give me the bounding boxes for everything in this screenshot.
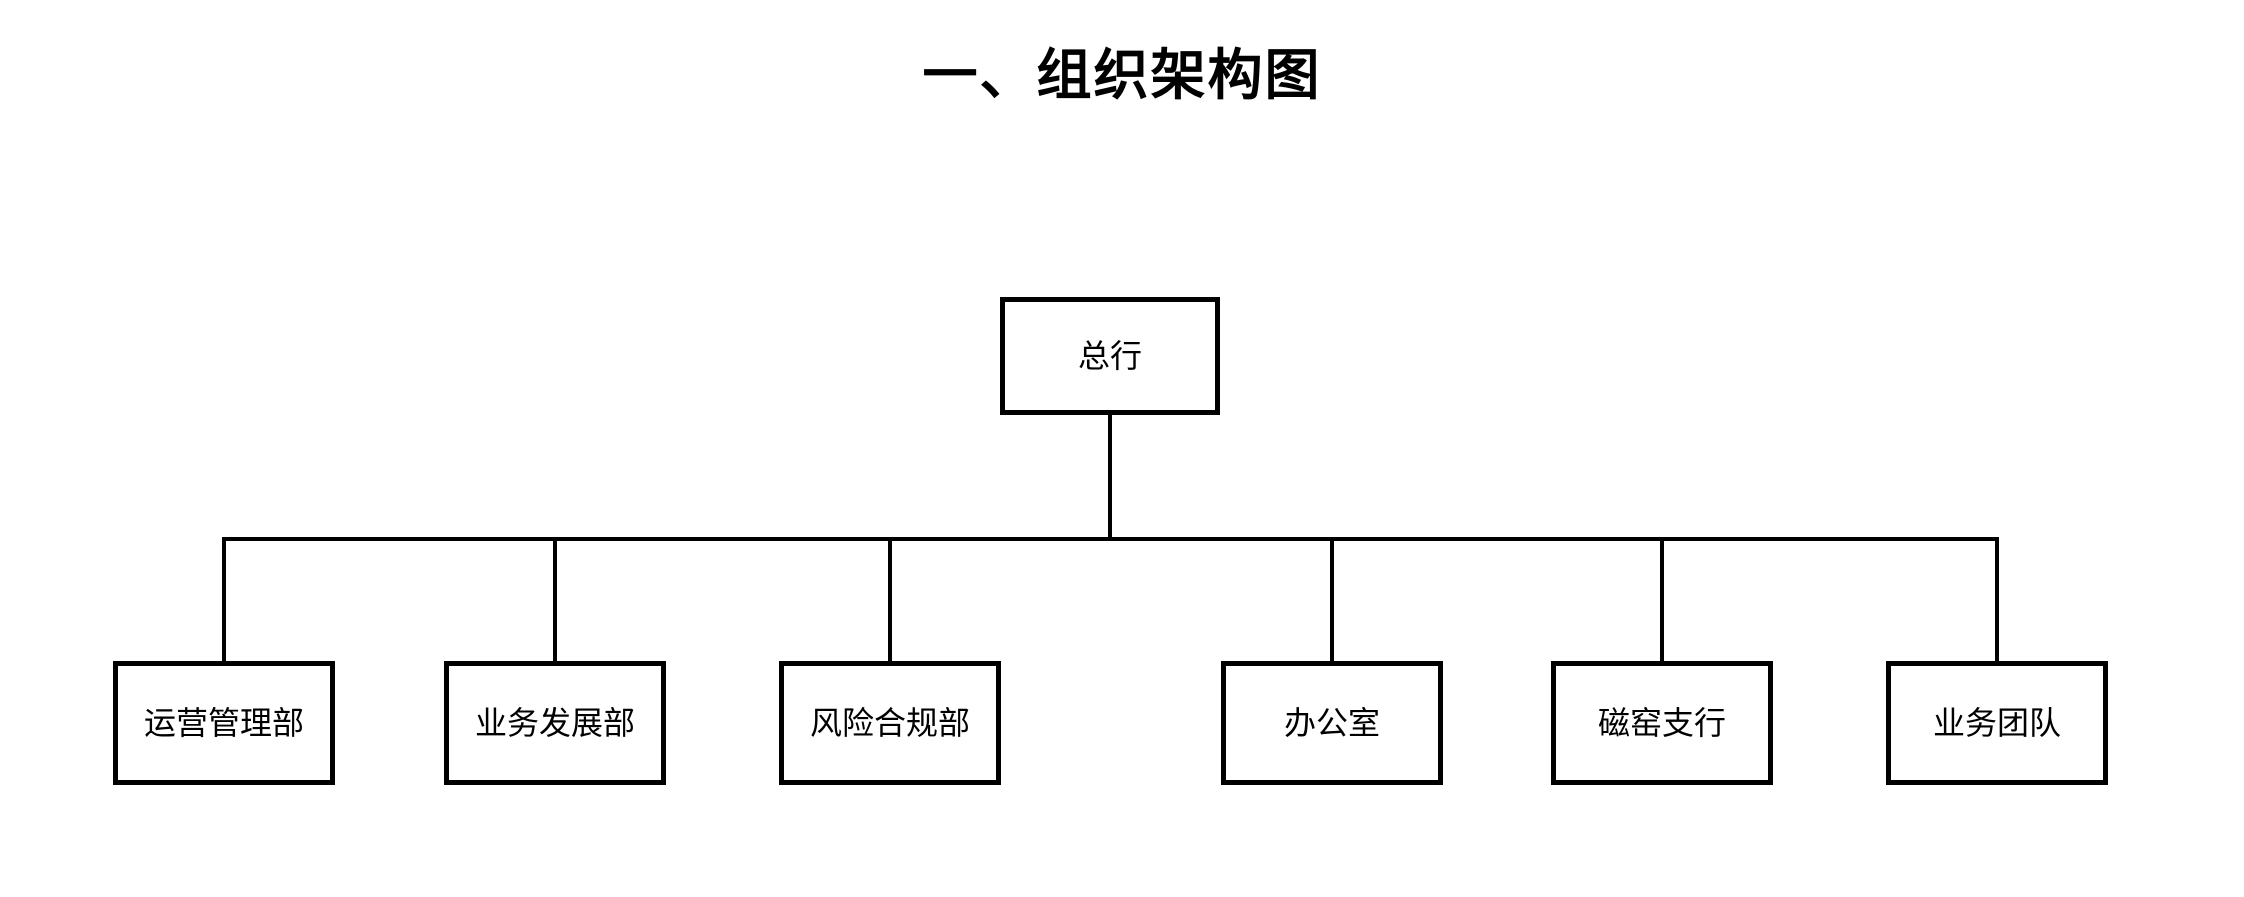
connector-drop-operations-management [222,539,226,663]
connector-drop-business-development [553,539,557,663]
org-node-general-office: 办公室 [1221,661,1443,785]
page-title: 一、组织架构图 [922,45,1322,106]
connector-drop-general-office [1330,539,1334,663]
org-node-head-office: 总行 [1000,297,1220,415]
org-node-business-team: 业务团队 [1886,661,2108,785]
org-node-risk-compliance: 风险合规部 [779,661,1001,785]
connector-drop-ciyao-subbranch [1660,539,1664,663]
org-node-business-development: 业务发展部 [444,661,666,785]
connector-drop-business-team [1995,539,1999,663]
connector-root-drop [1108,413,1112,539]
connector-horizontal-rail [222,537,1999,541]
org-node-operations-management: 运营管理部 [113,661,335,785]
org-node-ciyao-subbranch: 磁窑支行 [1551,661,1773,785]
connector-drop-risk-compliance [888,539,892,663]
